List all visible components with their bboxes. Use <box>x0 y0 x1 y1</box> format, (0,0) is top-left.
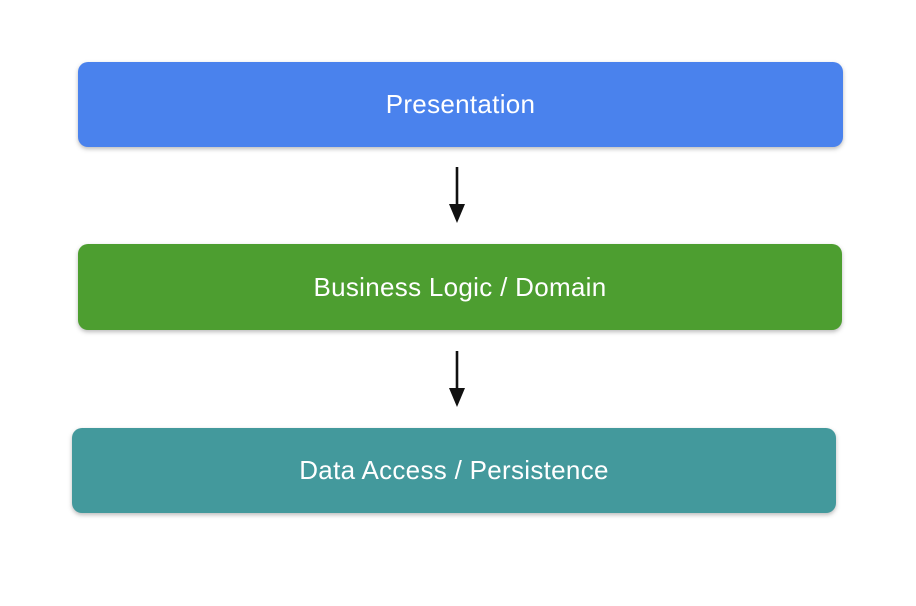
down-arrow-icon <box>449 351 465 407</box>
layer-box-presentation: Presentation <box>78 62 843 147</box>
layer-label-presentation: Presentation <box>385 89 536 119</box>
layer-label-business-logic: Business Logic / Domain <box>313 271 607 302</box>
layer-box-data-access: Data Access / Persistence <box>72 428 836 513</box>
layer-box-business-logic: Business Logic / Domain <box>78 244 842 330</box>
layer-label-data-access: Data Access / Persistence <box>299 455 609 485</box>
down-arrow-icon <box>449 167 465 223</box>
